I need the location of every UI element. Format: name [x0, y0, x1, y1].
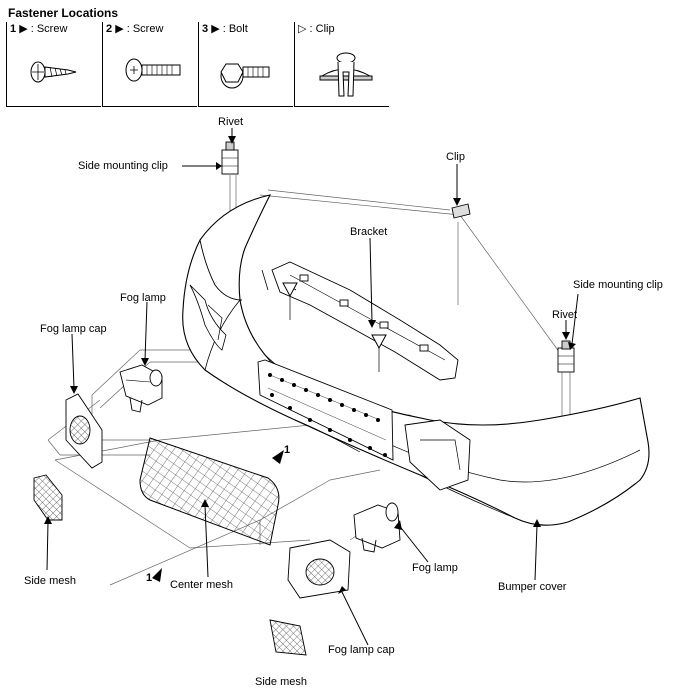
fog-lamp-right-drawing	[353, 502, 401, 553]
fog-lamp-cap-right-label: Fog lamp cap	[328, 644, 395, 656]
arrow-right-icon: ▶	[19, 23, 28, 35]
clip-label: Clip	[446, 151, 465, 163]
fog-lamp-left-drawing	[119, 364, 163, 413]
fastener-label: : Screw	[126, 23, 164, 35]
center-mesh-drawing	[139, 437, 280, 546]
callout-1-lower-label: 1	[146, 572, 153, 584]
side-mounting-clip-right-label: Side mounting clip	[573, 279, 663, 291]
bumper-cover-drawing	[182, 194, 650, 526]
fastener-box-3: 3 ▶ : Bolt	[198, 22, 293, 107]
rivet-top-label: Rivet	[218, 116, 244, 128]
fastener-label: : Bolt	[222, 23, 248, 35]
fastener-box-4: ▷ : Clip	[294, 22, 389, 107]
side-mounting-clip-left-label: Side mounting clip	[78, 160, 168, 172]
fastener-number: 3	[202, 23, 209, 35]
bumper-cover-label: Bumper cover	[498, 581, 567, 593]
fastener-number: 2	[106, 23, 113, 35]
push-clip-icon	[319, 52, 373, 97]
fog-lamp-right-label: Fog lamp	[412, 562, 458, 574]
fastener-number: 1	[10, 23, 17, 35]
side-mesh-left-label: Side mesh	[24, 575, 76, 587]
tapping-screw-icon	[30, 61, 77, 83]
center-mesh-label: Center mesh	[170, 579, 233, 591]
fog-lamp-left-label: Fog lamp	[120, 292, 166, 304]
fastener-label: : Clip	[309, 23, 335, 35]
arrow-right-icon: ▶	[211, 23, 220, 35]
side-mesh-left-drawing	[33, 474, 63, 521]
arrow-right-icon: ▶	[115, 23, 124, 35]
fog-lamp-cap-right-drawing	[287, 539, 351, 599]
flange-bolt-icon	[220, 63, 270, 89]
fastener-label: : Screw	[30, 23, 68, 35]
fastener-box-1: 1 ▶ : Screw	[6, 22, 101, 107]
fog-lamp-cap-left-label: Fog lamp cap	[40, 323, 107, 335]
callout-1-upper-label: 1	[284, 444, 291, 456]
side-mesh-bottom-drawing	[269, 619, 307, 656]
arrow-outline-icon: ▷	[298, 23, 307, 35]
clip-drawing	[451, 203, 471, 219]
rivet-right-label: Rivet	[552, 309, 578, 321]
fastener-box-2: 2 ▶ : Screw	[102, 22, 197, 107]
leader-lines	[46, 128, 579, 646]
side-mounting-clip-right-drawing	[557, 340, 575, 373]
machine-screw-icon	[125, 58, 181, 82]
clip-marker-icon	[282, 282, 387, 372]
side-mesh-bottom-label: Side mesh	[255, 676, 307, 688]
bracket-drawing	[261, 261, 459, 381]
bracket-label: Bracket	[350, 226, 388, 238]
arrowheads	[44, 136, 576, 594]
side-mounting-clip-left-drawing	[221, 141, 239, 175]
fog-lamp-cap-left-drawing	[65, 393, 103, 469]
fastener-locations-title: Fastener Locations	[8, 6, 119, 20]
